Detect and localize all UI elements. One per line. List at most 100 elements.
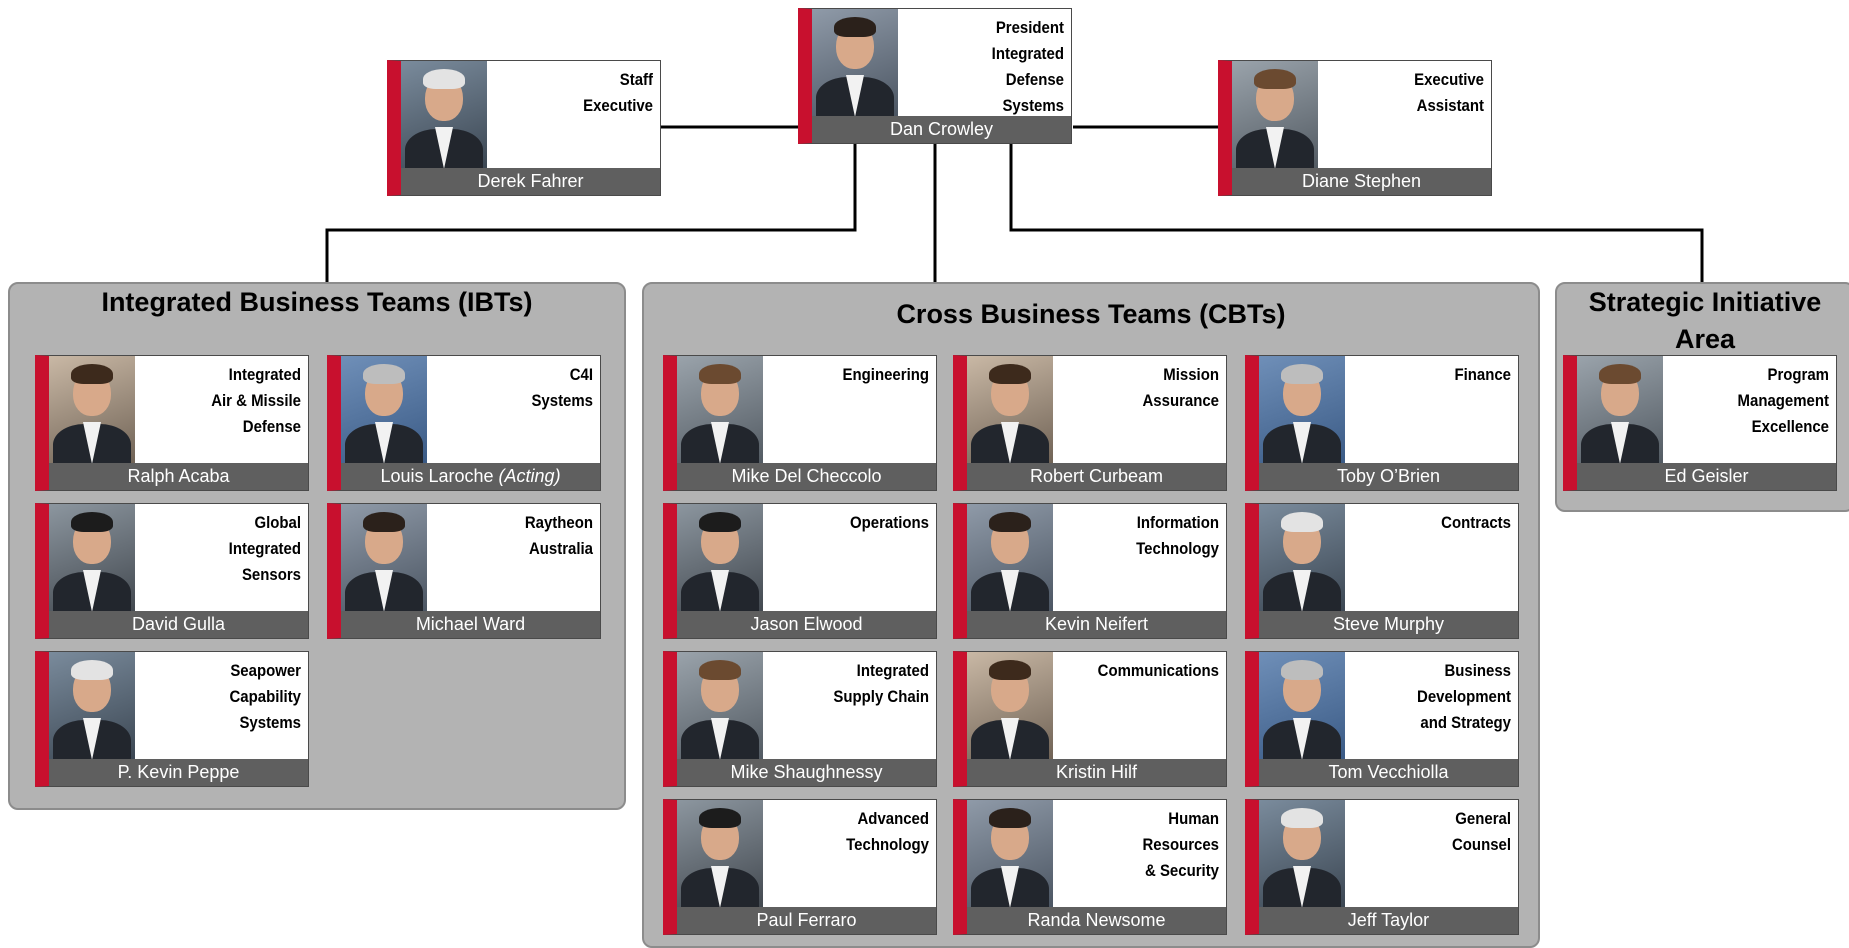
portrait-photo — [967, 504, 1053, 612]
person-name: David Gulla — [131, 614, 226, 634]
portrait-photo — [49, 652, 135, 760]
portrait-hair — [71, 512, 113, 532]
person-name-bar: Toby O’Brien — [1259, 463, 1518, 490]
role-line: Integrated — [856, 661, 929, 680]
role-line: Advanced — [857, 809, 930, 828]
person-name-bar: Robert Curbeam — [967, 463, 1226, 490]
role-title: Contracts — [1361, 510, 1511, 536]
portrait-hair — [989, 512, 1031, 532]
role-line: Program — [1767, 365, 1829, 384]
person-name-bar: Kevin Neifert — [967, 611, 1226, 638]
role-line: Excellence — [1751, 417, 1829, 436]
person-name: Kristin Hilf — [1055, 762, 1137, 782]
person-name: Kevin Neifert — [1044, 614, 1149, 634]
portrait-photo — [967, 652, 1053, 760]
portrait-photo — [1259, 356, 1345, 464]
role-line: Air & Missile — [211, 391, 301, 410]
portrait-photo — [677, 800, 763, 908]
portrait-photo — [1259, 652, 1345, 760]
portrait-photo — [677, 652, 763, 760]
portrait-hair — [834, 17, 876, 37]
portrait-photo — [49, 356, 135, 464]
portrait-photo — [967, 356, 1053, 464]
person-name-bar: Paul Ferraro — [677, 907, 936, 934]
portrait-photo — [49, 504, 135, 612]
person-name: Ed Geisler — [1664, 466, 1749, 486]
role-line: Development — [1417, 687, 1511, 706]
person-name-bar: Diane Stephen — [1232, 168, 1491, 195]
role-line: & Security — [1144, 861, 1219, 880]
ibt-panel-title: Integrated Business Teams (IBTs) — [101, 287, 533, 317]
role-line: Business — [1444, 661, 1511, 680]
role-line: Technology — [846, 835, 929, 854]
person-name-bar: Tom Vecchiolla — [1259, 759, 1518, 786]
person-name-bar: Kristin Hilf — [967, 759, 1226, 786]
portrait-hair — [1254, 69, 1296, 89]
portrait-hair — [363, 364, 405, 384]
role-line: Executive — [583, 96, 653, 115]
portrait-hair — [71, 364, 113, 384]
portrait-hair — [699, 364, 741, 384]
person-name: Randa Newsome — [1027, 910, 1166, 930]
portrait-hair — [363, 512, 405, 532]
person-name-bar: P. Kevin Peppe — [49, 759, 308, 786]
person-name: Toby O’Brien — [1336, 466, 1441, 486]
role-title: Finance — [1361, 362, 1511, 388]
role-line: Contracts — [1441, 513, 1511, 532]
role-line: Resources — [1142, 835, 1219, 854]
person-name: Derek Fahrer — [477, 171, 584, 191]
portrait-photo — [1577, 356, 1663, 464]
role-line: Staff — [619, 70, 653, 89]
connector-sia — [1009, 144, 1704, 282]
portrait-hair — [989, 364, 1031, 384]
connector-ibt — [325, 144, 857, 284]
role-line: Sensors — [241, 565, 301, 584]
person-name: Dan Crowley — [889, 119, 994, 139]
person-name: Tom Vecchiolla — [1328, 762, 1449, 782]
person-name: Steve Murphy — [1332, 614, 1445, 634]
person-name-bar: Randa Newsome — [967, 907, 1226, 934]
person-name: Jason Elwood — [750, 614, 863, 634]
cbt-panel-title: Cross Business Teams (CBTs) — [896, 299, 1286, 329]
portrait-photo — [677, 356, 763, 464]
portrait-photo — [341, 504, 427, 612]
role-line: Systems — [531, 391, 593, 410]
person-name-bar: Derek Fahrer — [401, 168, 660, 195]
portrait-photo — [812, 9, 898, 117]
portrait-hair — [699, 512, 741, 532]
role-line: Assistant — [1416, 96, 1484, 115]
person-name-bar: Jason Elwood — [677, 611, 936, 638]
